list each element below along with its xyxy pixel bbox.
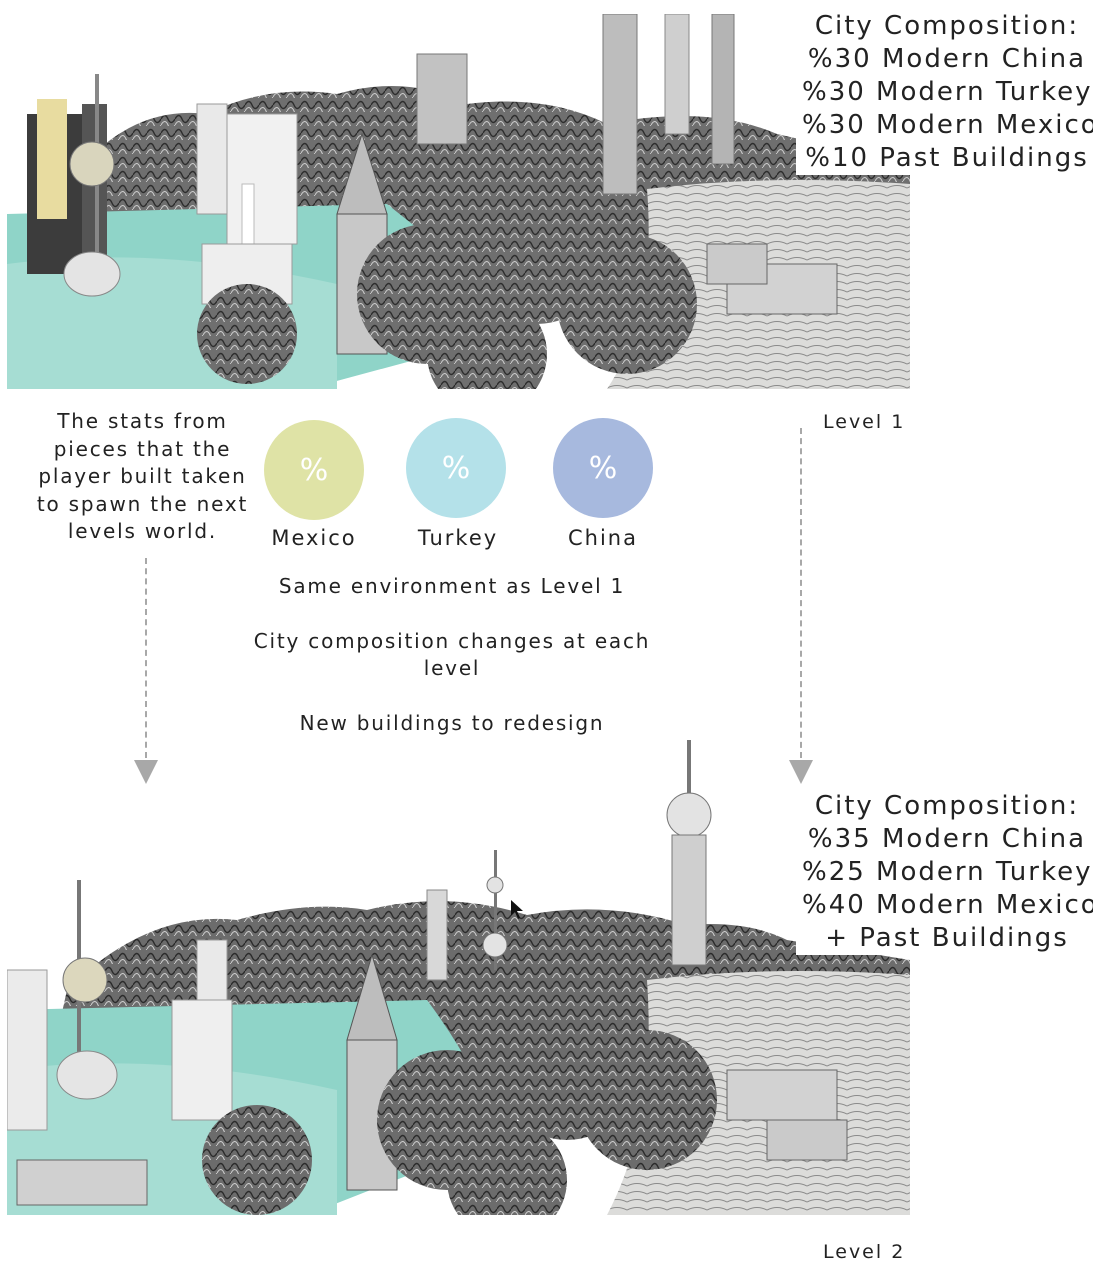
stats-explanation: The stats from pieces that the player bu… bbox=[30, 408, 255, 546]
level1-scene bbox=[7, 14, 910, 389]
stats-line: levels world. bbox=[67, 519, 218, 543]
composition-changes-text: City composition changes at each level bbox=[253, 629, 651, 680]
left-arrow-line bbox=[145, 558, 147, 758]
composition-line: %25 Modern Turkey bbox=[802, 857, 1093, 887]
new-buildings-text: New buildings to redesign bbox=[299, 711, 605, 735]
percent-symbol: % bbox=[299, 452, 329, 488]
turkey-percent-circle: % bbox=[406, 418, 506, 518]
same-environment-text: Same environment as Level 1 bbox=[278, 574, 626, 598]
composition-title: City Composition: bbox=[814, 791, 1080, 821]
mexico-label: Mexico bbox=[271, 526, 357, 550]
level2-scene bbox=[7, 740, 910, 1215]
mexico-percent-circle: % bbox=[264, 420, 364, 520]
composition-line: %30 Modern Mexico bbox=[802, 110, 1093, 140]
composition-line: %10 Past Buildings bbox=[805, 143, 1089, 173]
china-label: China bbox=[568, 526, 638, 550]
composition-line: %30 Modern Turkey bbox=[802, 77, 1093, 107]
level1-composition: City Composition: %30 Modern China %30 M… bbox=[796, 10, 1093, 175]
stats-line: to spawn the next bbox=[36, 491, 249, 516]
percent-symbol: % bbox=[441, 450, 471, 486]
composition-line: + Past Buildings bbox=[825, 923, 1069, 953]
stats-line: The stats from bbox=[57, 409, 228, 433]
level2-composition: City Composition: %35 Modern China %25 M… bbox=[796, 790, 1093, 955]
right-arrow-line bbox=[800, 428, 802, 758]
stats-line: pieces that the bbox=[53, 436, 232, 461]
composition-line: %40 Modern Mexico bbox=[802, 890, 1093, 920]
composition-title: City Composition: bbox=[814, 11, 1080, 41]
level2-label: Level 2 bbox=[823, 1241, 906, 1263]
composition-line: %30 Modern China bbox=[807, 44, 1087, 74]
left-arrow-head bbox=[134, 760, 158, 784]
stats-line: player built taken bbox=[38, 464, 247, 488]
china-percent-circle: % bbox=[553, 418, 653, 518]
composition-line: %35 Modern China bbox=[807, 824, 1087, 854]
turkey-label: Turkey bbox=[417, 526, 499, 550]
percent-symbol: % bbox=[588, 450, 618, 486]
level1-label: Level 1 bbox=[823, 411, 906, 433]
right-arrow-head bbox=[789, 760, 813, 784]
